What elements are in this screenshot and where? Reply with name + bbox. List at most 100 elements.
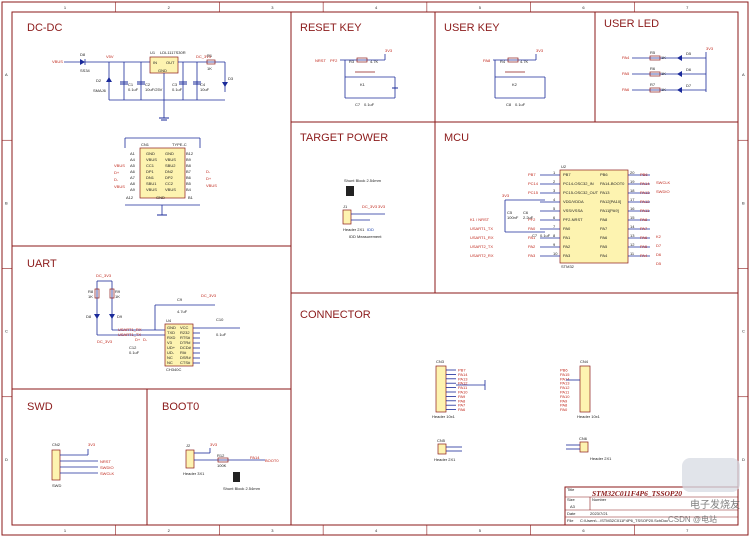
mcu-right-pinnum: 17 [630, 197, 635, 202]
mcu-left-pinnum: 6 [553, 215, 556, 220]
mcu-left-pinnum: 10 [553, 251, 558, 256]
mcu-left-net: PB7 [528, 172, 536, 177]
row-marker: B [742, 200, 745, 205]
header-cn3 [435, 365, 447, 413]
ref-j1: J1 [343, 204, 348, 209]
watermark-bottom: CSDN @电站 [668, 514, 717, 524]
row-marker: D [742, 457, 745, 462]
column-marker: 4 [375, 528, 378, 533]
mcu-left-pinname: PC14-OSC32_IN [563, 181, 594, 186]
mcu-right-pinname: PA5 [600, 244, 608, 249]
mcu-left-pinname: PF2-NRST [563, 217, 583, 222]
cn3-net: PA7 [458, 403, 466, 408]
file-value: C:\Users\...\STM32C011F4P6_TSSOP20.SchDo… [580, 518, 668, 523]
ch340-pin-left: V3 [167, 340, 173, 345]
section-title-user-key: USER KEY [444, 22, 500, 34]
resistor-r1 [206, 59, 216, 65]
mcu-left-net: PA1 [528, 235, 536, 240]
mcu-right-pinname: PA6 [600, 235, 608, 240]
cn4-net: PA12 [560, 385, 570, 390]
net-dc3v3-uart2: DC_3V3 [97, 339, 113, 344]
ch340-pin-right: R232 [180, 330, 190, 335]
val-r12: 100K [217, 463, 227, 468]
section-title-uart: UART [27, 258, 57, 270]
typec-pinname-left: GND [146, 151, 155, 156]
val-c5: 100nF [507, 215, 519, 220]
ch340-pin-right: VCC [180, 325, 189, 330]
val-c6: 2.2uF [523, 215, 534, 220]
net-dc3v3: DC_3V3 [196, 54, 212, 59]
row-marker: D [5, 457, 8, 462]
cn4-net: PA14 [560, 376, 570, 381]
val-c8: 0.1uF [515, 102, 526, 107]
column-marker: 1 [64, 5, 67, 10]
mcu-left-pinname: PB7 [563, 172, 571, 177]
typec-pinname-right: VBUS [165, 187, 176, 192]
ch340-pin-left: NC [167, 355, 173, 360]
typec-bottom-right: B1 [188, 195, 194, 200]
section-title-boot0: BOOT0 [162, 401, 199, 413]
column-marker: 4 [375, 5, 378, 10]
net-pa14-boot: PA14 [250, 455, 260, 460]
mcu-right-net: PA12 [640, 199, 650, 204]
row-marker: C [742, 329, 745, 334]
mcu-right-label: SWCLK [656, 180, 671, 185]
watermark: 电子发烧友 CSDN @电站 [668, 458, 740, 524]
val-c3: 0.1uF [172, 87, 183, 92]
row-marker: C [5, 329, 8, 334]
header-j2 [185, 449, 195, 469]
mcu-left-pinnum: 5 [553, 206, 556, 211]
val-r9: 1K [115, 294, 120, 299]
typec-pinname-left: DP1 [146, 169, 155, 174]
led-resistor-ref: R6 [650, 66, 656, 71]
net-swclk-swd: SWCLK [100, 471, 115, 476]
ref-c5: C5 [507, 210, 513, 215]
net-vbus: VBUS [52, 59, 63, 64]
ref-c8: C8 [506, 102, 512, 107]
mcu-left-net: PC15 [528, 190, 539, 195]
cn4-net: PA15 [560, 372, 570, 377]
mcu-right-label: D5 [656, 261, 662, 266]
ref-d3: D3 [228, 76, 234, 81]
mcu-right-pinnum: 14 [630, 224, 635, 229]
ref-cn4: CN4 [580, 359, 589, 364]
led-diode [677, 71, 682, 77]
led-resistor-val: 1K [661, 87, 666, 92]
typec-pinname-right: VBUS [165, 157, 176, 162]
cn3-net: PA11 [458, 385, 468, 390]
mcu-right-net: PA7 [640, 226, 648, 231]
cn3-net: PA8 [458, 398, 466, 403]
cn4-net: PA0 [560, 407, 568, 412]
led-d9-uart [109, 314, 115, 319]
resistor-r4 [507, 57, 519, 63]
resistor-r12 [217, 457, 229, 463]
ref-d9-uart: D9 [117, 314, 123, 319]
header-cn4 [579, 365, 591, 413]
cn4-net: PA11 [560, 390, 570, 395]
mcu-left-label: USART1_RX [470, 235, 494, 240]
val-c10: 0.1uF [216, 332, 227, 337]
number-label: Number [592, 497, 607, 502]
val-r4: 4.7K [520, 59, 529, 64]
part-d2: SMAJ6 [93, 88, 107, 93]
net-dc3v3-uart: DC_3V3 [96, 273, 112, 278]
ref-c12: C12 [129, 345, 137, 350]
ref-d8: D8 [80, 52, 86, 57]
header-cn5 [437, 443, 447, 455]
part-u2: STM32 [561, 264, 575, 269]
typec-pinname-right: DP2 [165, 175, 174, 180]
net-3v3-tp: 3V3 [378, 204, 386, 209]
shunt-label-tp: Shunt Block 2.54mm [344, 178, 382, 183]
ref-cn3: CN3 [436, 359, 445, 364]
mcu-left-pinname: VDD/VDDA [563, 199, 584, 204]
net-nrst: NRST [315, 58, 326, 63]
typec-net-right: D- [206, 169, 211, 174]
typec-pin-left: A6 [130, 169, 136, 174]
typec-pin-left: A4 [130, 157, 136, 162]
net-dc3v3-tp: DC_3V3 [362, 204, 378, 209]
mcu-right-net: PA13 [640, 190, 650, 195]
typec-pin-right: B5 [186, 181, 192, 186]
mcu-left-net: PF2 [528, 217, 536, 222]
